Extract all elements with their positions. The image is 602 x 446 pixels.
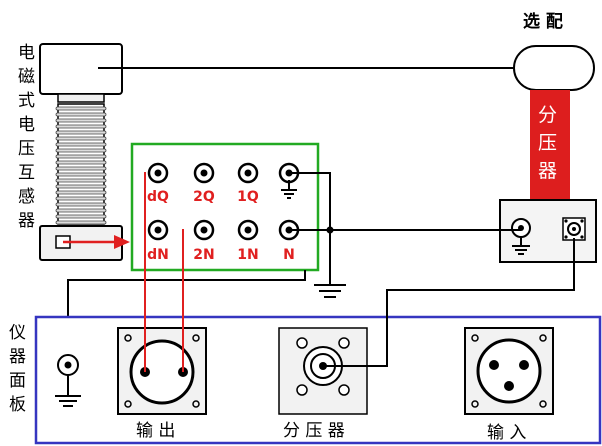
terminal-post-center [154,226,162,234]
voltage-transformer [39,43,123,261]
coil-rib [55,190,107,195]
output-connector [117,327,207,415]
terminal-label: 1Q [237,189,259,205]
coil-rib [55,124,107,129]
panel-label-char: 板 [9,395,26,415]
terminal-post-center [244,226,252,234]
divider-label-char: 分 [538,104,557,126]
coil-rib [55,202,107,207]
pt-label-char: 互 [18,163,35,183]
divider-label: 分 压 器 [283,421,345,441]
terminal-label: dN [147,247,169,263]
coil-rib [55,118,107,123]
coil-rib [55,142,107,147]
ground-symbol [314,284,346,298]
coil-rib [55,208,107,213]
terminal-label: N [283,247,295,263]
optional-label: 选 配 [523,12,563,32]
pt-label-char: 器 [18,211,35,231]
terminal-post-center [200,169,208,177]
coil-rib [55,172,107,177]
pt-label-char: 感 [18,187,35,207]
input-label: 输 入 [487,423,526,443]
terminal-label: dQ [147,189,169,205]
pt-label-char: 压 [18,139,35,159]
divider-signal-socket [562,217,586,241]
coil-rib [55,166,107,171]
transformer-coil [55,103,107,225]
divider-signal-wire [323,238,575,367]
terminal-post-center [154,169,162,177]
divider-connector [278,327,368,415]
panel-ground-terminal [55,354,81,407]
pt-label-char: 磁 [18,67,35,87]
coil-rib [55,196,107,201]
coil-rib [55,106,107,111]
panel-label-column: 仪 器 面 板 [9,323,26,415]
coil-rib [55,112,107,117]
coil-rib [55,148,107,153]
output-label: 输 出 [136,421,175,441]
coil-rib [55,184,107,189]
divider-ground-terminal [511,218,531,255]
coil-rib [55,214,107,219]
coil-rib [55,154,107,159]
coil-rib [55,178,107,183]
terminal-post-center [200,226,208,234]
ground-symbol [281,180,297,199]
coil-rib [55,136,107,141]
secondary-arrow [63,235,130,249]
pt-label-char: 电 [18,43,35,63]
panel-label-char: 仪 [9,323,26,343]
divider-top-cap [513,45,595,91]
panel-label-char: 面 [9,371,26,391]
terminal-label: 2Q [193,189,215,205]
pt-label-char: 电 [18,115,35,135]
coil-rib [55,220,107,225]
divider-label-char: 压 [538,132,557,154]
red-output-wires [144,172,184,372]
pt-label-char: 式 [18,91,35,111]
junction-dot [326,226,334,234]
coil-rib [55,130,107,135]
panel-label-char: 器 [9,347,26,367]
divider-body [530,90,570,200]
input-connector [464,327,554,415]
terminal-post-center [244,169,252,177]
coil-rib [55,160,107,165]
pt-label-column: 电 磁 式 电 压 互 感 器 [18,43,35,231]
divider-label-char: 器 [538,160,557,182]
terminal-label: 1N [237,247,258,263]
terminal-label: 2N [193,247,214,263]
